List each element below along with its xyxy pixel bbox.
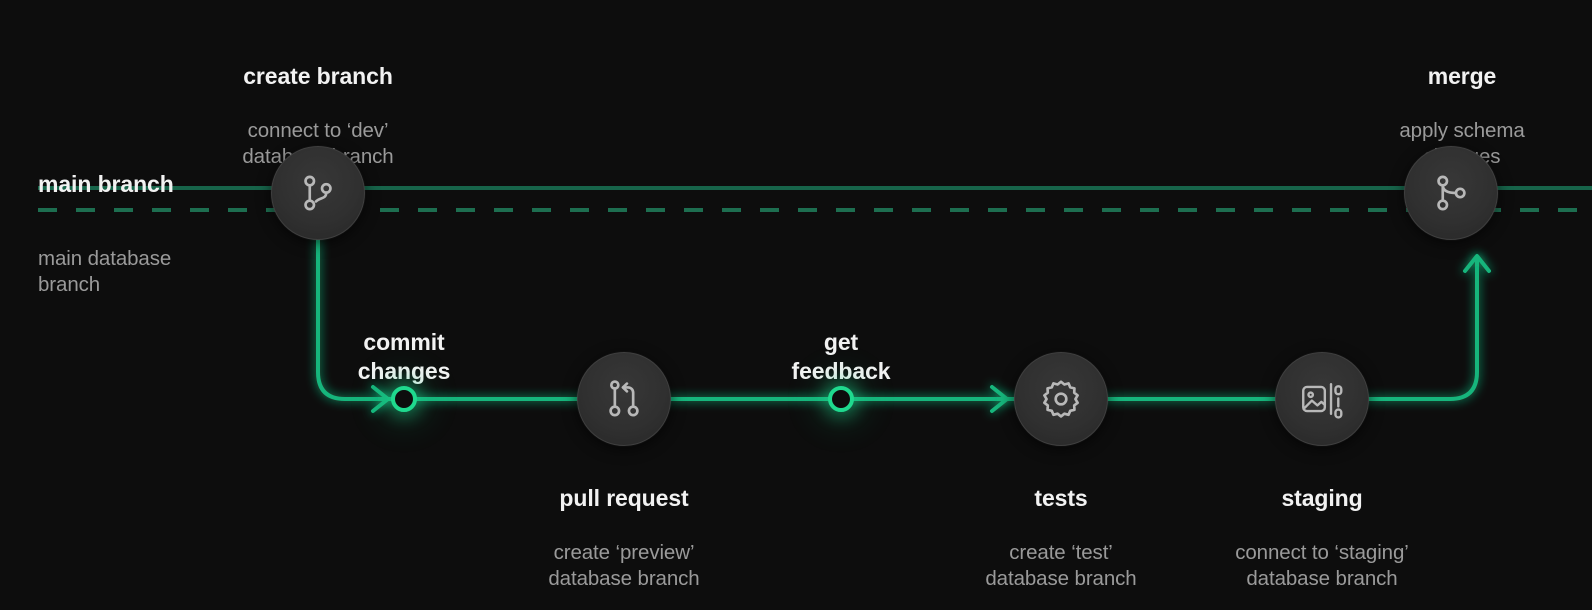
git-merge-icon [1429, 171, 1473, 215]
git-pull-request-icon [602, 377, 646, 421]
node-create-branch[interactable] [271, 146, 365, 240]
git-branch-icon [296, 171, 340, 215]
node-tests[interactable] [1014, 352, 1108, 446]
node-staging[interactable] [1275, 352, 1369, 446]
gear-icon [1039, 377, 1083, 421]
arrowheads [371, 254, 1491, 413]
arrowhead-to-commit [371, 385, 390, 413]
node-merge[interactable] [1404, 146, 1498, 240]
arrowhead-to-merge [1463, 254, 1491, 273]
node-get-feedback[interactable] [828, 386, 854, 412]
image-binary-icon [1299, 376, 1345, 422]
node-commit-changes[interactable] [391, 386, 417, 412]
arrowhead-to-tests [990, 385, 1009, 413]
node-pull-request[interactable] [577, 352, 671, 446]
feature-branch-line [316, 238, 1479, 401]
